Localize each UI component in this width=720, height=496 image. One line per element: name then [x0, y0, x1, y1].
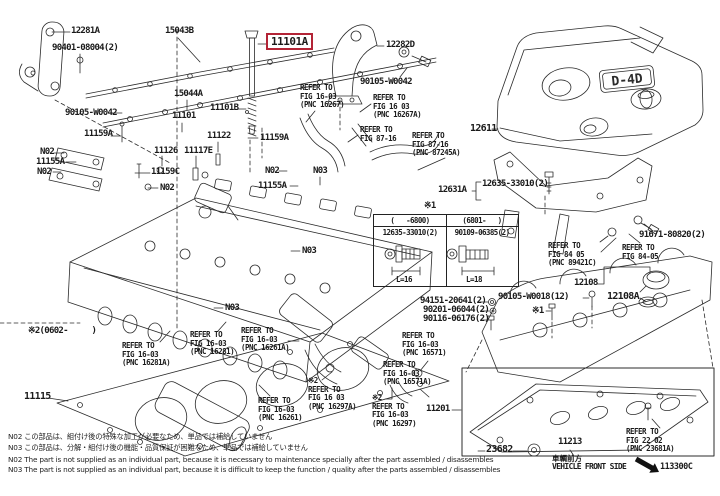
- marker-label: N03: [225, 303, 240, 313]
- marker-label: ※1: [424, 201, 436, 211]
- variant-table-divider: [446, 215, 447, 286]
- marker-label: ※1: [532, 306, 544, 316]
- vehicle-front-jp: 車輌前方: [552, 454, 582, 463]
- part-number-label[interactable]: 91671-80820(2): [639, 230, 706, 240]
- marker-label: N02: [265, 166, 280, 176]
- toyota-logo-icon: [630, 88, 662, 110]
- part-number-label[interactable]: 11159A: [84, 129, 113, 139]
- refer-note-label[interactable]: REFER TO FIG 16-03 (PNC 16267): [300, 83, 345, 110]
- marker-label: N03: [313, 166, 328, 176]
- footnote-n03-jp: N03 この部品は、分解・組付け後の機能・品質保証が困難なため、単品では補給して…: [8, 443, 308, 452]
- footnote-n02-en: N02 The part is not supplied as an indiv…: [8, 455, 494, 464]
- part-number-label[interactable]: 11159A: [260, 133, 289, 143]
- part-number-label[interactable]: 12631A: [438, 185, 467, 195]
- part-number-label[interactable]: 11101: [172, 111, 196, 121]
- part-number-label[interactable]: 11155A: [258, 181, 287, 191]
- variant-part-2[interactable]: 90109-06385(2): [454, 228, 510, 237]
- refer-note-label[interactable]: REFER TO FIG 22 02 (PNC 23681A): [626, 427, 675, 454]
- part-number-label[interactable]: 90201-06044(2): [423, 305, 490, 315]
- refer-note-label[interactable]: REFER TO FIG 16-03 (PNC 16281A): [122, 341, 171, 368]
- part-number-label[interactable]: 12282D: [386, 40, 415, 50]
- variant-part-1[interactable]: 12635-33010(2): [382, 228, 438, 237]
- injector-pipe-drawing: [85, 47, 437, 128]
- part-number-label[interactable]: 11155A: [36, 157, 65, 167]
- head-gasket-drawing: [56, 332, 450, 457]
- cylinder-head-drawing: [48, 121, 433, 383]
- refer-note-label[interactable]: REFER TO FIG 84-05: [622, 243, 659, 261]
- part-number-label[interactable]: 11201: [426, 404, 450, 414]
- part-number-label[interactable]: 90105-W0042: [360, 77, 413, 87]
- marker-label: N03: [302, 246, 317, 256]
- part-number-label[interactable]: 12108: [574, 278, 598, 288]
- part-number-label[interactable]: 11101B: [210, 103, 239, 113]
- refer-note-label[interactable]: REFER TO FIG 87-16: [360, 125, 397, 143]
- part-number-label[interactable]: 15043B: [165, 26, 194, 36]
- vehicle-front-en: VEHICLE FRONT SIDE: [552, 462, 627, 471]
- hook-bracket-drawing: [327, 24, 432, 105]
- part-number-label[interactable]: 12281A: [71, 26, 100, 36]
- d4d-badge: [598, 65, 656, 93]
- refer-note-label[interactable]: REFER TO FIG 87-16 (PNC 87245A): [412, 131, 461, 158]
- refer-note-label[interactable]: REFER TO FIG 16-03 (PNC 16261): [258, 396, 303, 423]
- refer-note-label[interactable]: REFER TO FIG 16 03 (PNC 16267A): [373, 93, 422, 120]
- dashed-lines: [0, 29, 714, 373]
- d4d-badge-text: D-4D: [611, 71, 644, 89]
- variant-range-1: ( -6800): [390, 216, 430, 225]
- part-number-label[interactable]: 94151-20641(2): [420, 296, 487, 306]
- head-bolt-drawing: [244, 30, 259, 137]
- footnote-n02-jp: N02 この部品は、組付け後の特殊な加工が必要なため、単品では補給していません: [8, 432, 273, 441]
- part-number-label[interactable]: 90105-W0018(12): [498, 292, 569, 302]
- variant-table-parts: 12635-33010(2) 90109-06385(2): [374, 227, 518, 238]
- table-bolt-drawings: [384, 245, 495, 276]
- part-number-label[interactable]: 15044A: [174, 89, 203, 99]
- part-number-label[interactable]: 12635-33010(2): [482, 179, 549, 189]
- hanger-bracket-drawing: [19, 21, 84, 97]
- bolt-length-2: L=18: [466, 275, 483, 284]
- refer-note-label[interactable]: REFER TO FIG 16-03 (PNC 16281): [190, 330, 235, 357]
- refer-note-label[interactable]: REFER TO FIG 16-03 (PNC 16261A): [241, 326, 290, 353]
- water-hose-drawings: [154, 113, 441, 452]
- variant-range-2: (6801- ): [462, 216, 502, 225]
- part-number-label[interactable]: 23682: [486, 444, 513, 455]
- part-number-label[interactable]: 11159C: [151, 167, 180, 177]
- leader-lines: [47, 31, 661, 457]
- refer-note-label[interactable]: ※2 REFER TO FIG 16-03 (PNC 16297): [372, 393, 417, 428]
- footnote-n03-en: N03 The part is not supplied as an indiv…: [8, 465, 501, 474]
- figure-code: 113300C: [660, 462, 693, 472]
- part-number-label[interactable]: 11122: [207, 131, 231, 141]
- marker-label: N02: [37, 167, 52, 177]
- part-number-label[interactable]: 12108A: [607, 291, 640, 302]
- marker-label: ※2(0602- ): [28, 326, 97, 336]
- part-number-label[interactable]: 11213: [558, 437, 582, 447]
- valve-cover-drawing: [461, 367, 715, 457]
- part-number-label[interactable]: 90401-08004(2): [52, 43, 119, 53]
- front-direction-arrow-icon: [634, 456, 659, 473]
- refer-note-label[interactable]: ※2 REFER TO FIG 16 03 (PNC 16297A): [308, 376, 357, 411]
- refer-note-label[interactable]: REFER TO FIG 16-03 (PNC 16571A): [383, 360, 432, 387]
- marker-label: N02: [160, 183, 175, 193]
- bolt-length-1: L=16: [396, 275, 413, 284]
- cam-housing-drawing: [481, 247, 713, 383]
- part-number-label[interactable]: 12611: [470, 123, 497, 134]
- part-number-label[interactable]: 90105-W0042: [65, 108, 118, 118]
- part-number-label[interactable]: 11117E: [184, 146, 213, 156]
- variant-table: ( -6800) (6801- ) 12635-33010(2) 90109-0…: [373, 214, 519, 287]
- selected-part-label[interactable]: 11101A: [266, 33, 313, 50]
- part-number-label[interactable]: 11126: [154, 146, 178, 156]
- refer-note-label[interactable]: REFER TO FIG 16-03 (PNC 16571): [402, 331, 447, 358]
- marker-label: N02: [40, 147, 55, 157]
- refer-note-label[interactable]: REFER TO FIG 84 05 (PNC 89421C): [548, 241, 597, 268]
- part-number-label[interactable]: 11115: [24, 391, 51, 402]
- part-number-label[interactable]: 90116-06176(2): [423, 314, 490, 324]
- engine-cover-drawing: [496, 25, 704, 156]
